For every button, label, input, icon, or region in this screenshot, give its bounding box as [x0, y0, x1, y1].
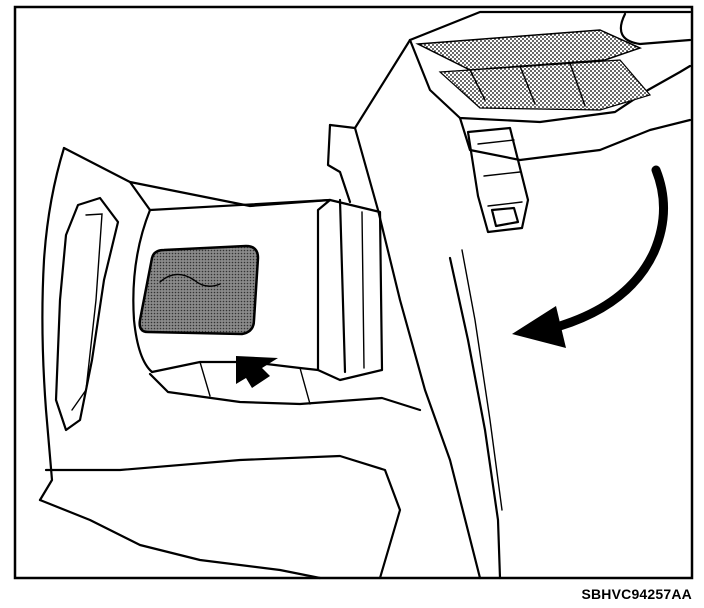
dashboard-shape: [408, 10, 692, 162]
side-panel-shape: [38, 146, 422, 580]
access-cover-shape: [138, 244, 260, 336]
figure-frame: [13, 5, 694, 580]
figure-reference-code: SBHVC94257AA: [581, 586, 692, 602]
small-arrow-icon: [236, 356, 278, 388]
air-vent-shape: [466, 126, 530, 234]
center-panel-shape: [316, 198, 384, 382]
curved-arrow-icon: [512, 165, 668, 348]
pillar-trim-shape: [326, 38, 503, 580]
